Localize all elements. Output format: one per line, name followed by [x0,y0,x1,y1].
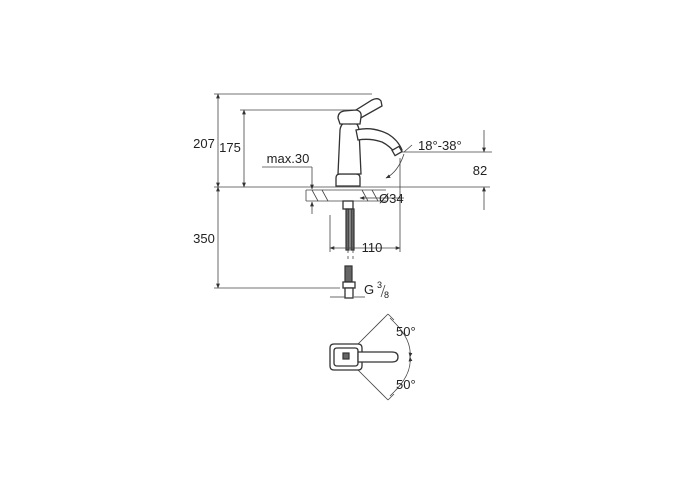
dimension-350: 350 [193,186,220,289]
dim-label-thread-numerator: 3 [377,280,382,290]
dim-label-spout-angle: 18°-38° [418,138,462,153]
dimension-spout-angle: 18°-38° [385,138,462,179]
dimension-82: 82 [473,130,487,210]
faucet-side-view [335,98,403,299]
dimension-110: 110 [329,240,401,255]
dimension-207: 207 [193,93,220,188]
countertop [305,189,386,202]
dimension-175: 175 [219,109,246,188]
faucet-top-view: 50° 50° [329,313,416,401]
dimension-diameter: Ø34 [359,191,404,206]
dim-label-thread-prefix: G [364,282,374,297]
dim-label-350: 350 [193,231,215,246]
dim-label-diameter: Ø34 [379,191,404,206]
extension-lines [214,93,492,298]
dim-label-207: 207 [193,136,215,151]
dim-label-thread-denominator: 8 [384,290,389,300]
dim-label-rotation-top: 50° [396,324,416,339]
dim-label-rotation-bottom: 50° [396,377,416,392]
dim-label-110: 110 [362,240,383,255]
dimension-thread: G 3 8 [330,280,389,300]
dim-label-175: 175 [219,140,241,155]
dimension-max30: max.30 [262,151,314,214]
dim-label-82: 82 [473,163,487,178]
dim-label-max30: max.30 [267,151,310,166]
